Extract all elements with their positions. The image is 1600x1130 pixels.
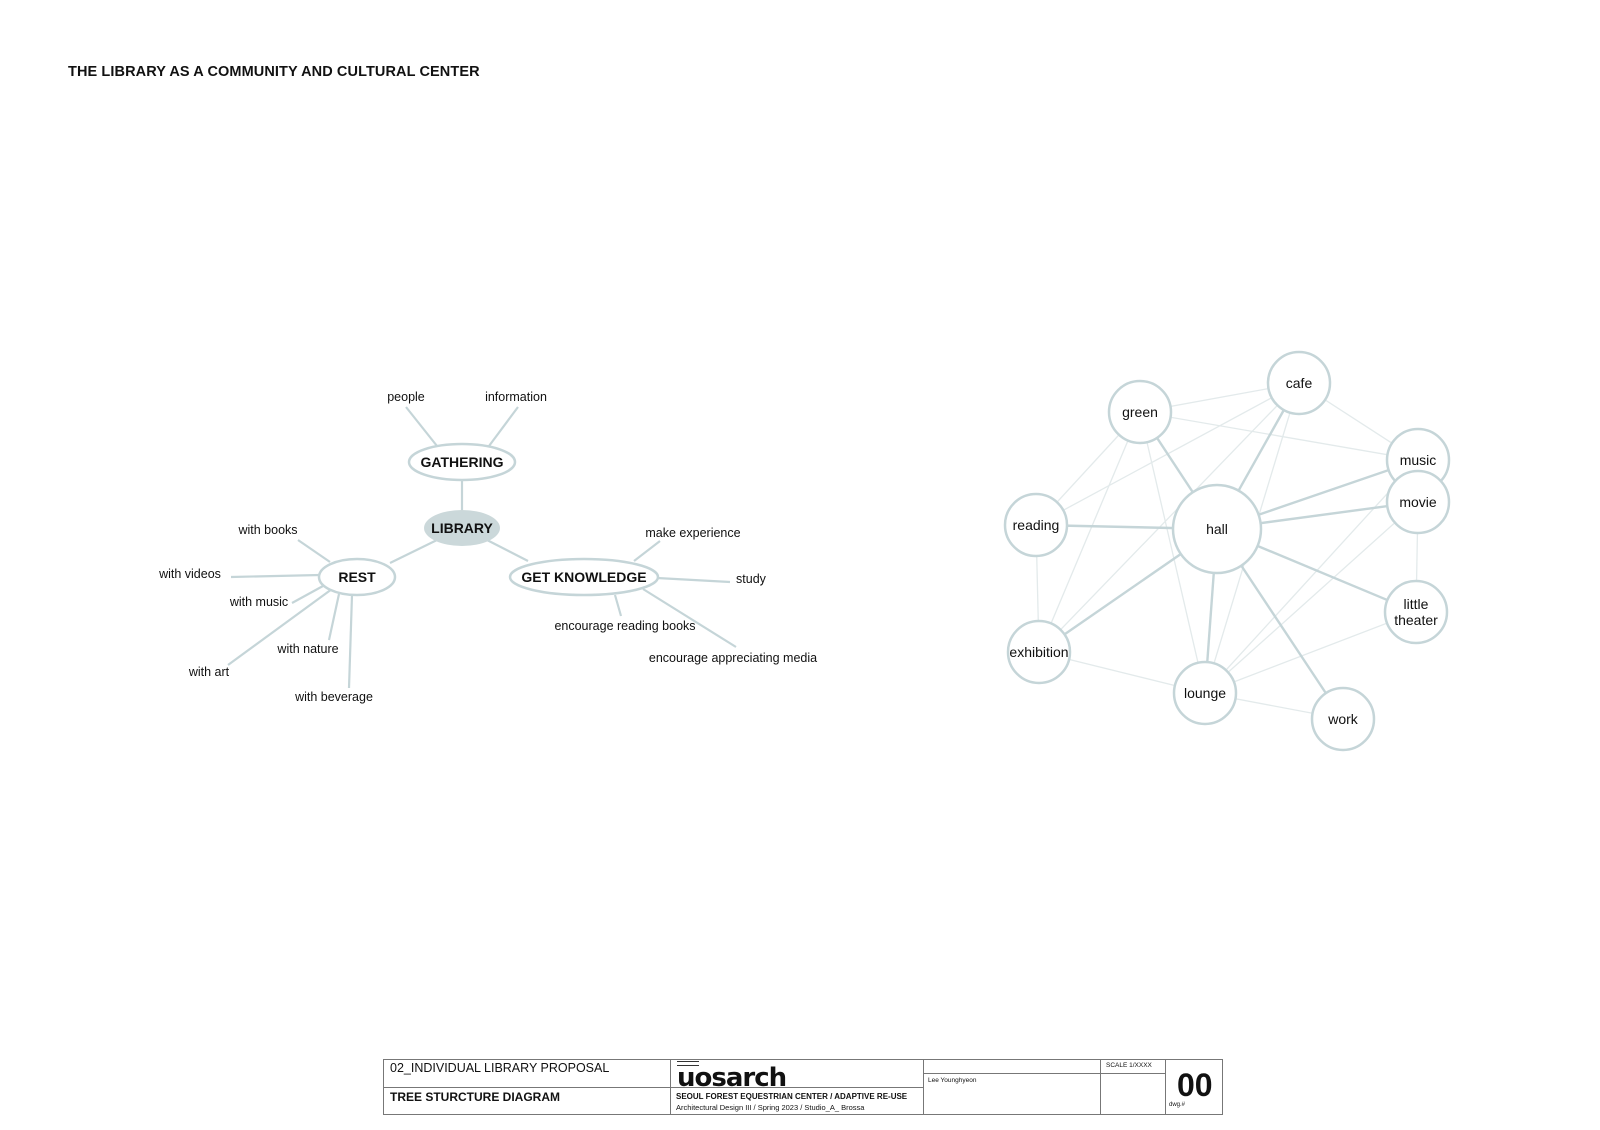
- tree-link: [389, 539, 438, 564]
- leaf-label-study: study: [736, 572, 767, 586]
- branch-label: GET KNOWLEDGE: [521, 569, 646, 585]
- branch-node-get-knowledge: GET KNOWLEDGE: [508, 557, 660, 597]
- network-node-circle: [1107, 379, 1173, 445]
- network-node-circle: [1172, 660, 1238, 726]
- root-label: LIBRARY: [431, 520, 493, 536]
- leaf-label-information: information: [485, 390, 547, 404]
- project-label: 02_INDIVIDUAL LIBRARY PROPOSAL: [390, 1061, 610, 1075]
- network-node-hall: hall: [1171, 483, 1263, 575]
- tree-link: [486, 539, 529, 562]
- network-weak-link: [1038, 382, 1300, 653]
- network-weak-link: [1204, 501, 1419, 694]
- leaf-label-with-music: with music: [229, 595, 288, 609]
- branch-node-gathering: GATHERING: [407, 442, 517, 482]
- branch-ellipse: [508, 557, 660, 597]
- network-weak-link: [1038, 411, 1141, 653]
- tree-link: [642, 588, 737, 648]
- course-info: Architectural Design III / Spring 2023 /…: [676, 1103, 865, 1112]
- tree-link: [291, 585, 324, 604]
- network-node-circle: [1003, 492, 1069, 558]
- tree-link: [656, 576, 731, 584]
- leaf-label-with-videos: with videos: [158, 567, 221, 581]
- tree-link: [633, 540, 661, 562]
- branch-node-rest: REST: [317, 557, 397, 597]
- network-node-label: movie: [1399, 494, 1437, 510]
- leaf-label-with-beverage: with beverage: [294, 690, 373, 704]
- title-block: 02_INDIVIDUAL LIBRARY PROPOSAL TREE STUR…: [383, 1059, 1223, 1115]
- tree-connectors: [227, 406, 737, 689]
- network-node-circle: [1310, 686, 1376, 752]
- network-weak-link: [1204, 611, 1417, 694]
- tree-link: [488, 406, 519, 447]
- leaf-label-encourage-appreciating-media: encourage appreciating media: [649, 651, 817, 665]
- leaf-label-with-books: with books: [237, 523, 297, 537]
- tree-link: [230, 573, 321, 579]
- network-node-cafe: cafe: [1266, 350, 1332, 416]
- network-node-label: lounge: [1184, 685, 1226, 701]
- leaf-label-people: people: [387, 390, 425, 404]
- network-node-label: cafe: [1286, 375, 1313, 391]
- drawing-title: TREE STURCTURE DIAGRAM: [390, 1090, 560, 1104]
- leaf-label-with-art: with art: [188, 665, 230, 679]
- author-name: Lee Younghyeon: [928, 1077, 977, 1084]
- scale-label: SCALE 1/XXXX: [1106, 1062, 1152, 1069]
- network-node-green: green: [1107, 379, 1173, 445]
- network-node-lounge: lounge: [1172, 660, 1238, 726]
- network-node-exhibition: exhibition: [1006, 619, 1072, 685]
- leaf-label-make-experience: make experience: [645, 526, 740, 540]
- network-node-reading: reading: [1003, 492, 1069, 558]
- network-node-circle: [1385, 469, 1451, 535]
- network-node-work: work: [1310, 686, 1376, 752]
- network-node-circle: [1383, 579, 1449, 645]
- network-node-label: work: [1327, 711, 1359, 727]
- tree-link: [347, 594, 354, 689]
- network-node-circle: [1266, 350, 1332, 416]
- tree-link: [297, 539, 331, 563]
- tree-link: [405, 406, 438, 447]
- leaf-label-encourage-reading-books: encourage reading books: [554, 619, 695, 633]
- network-node-circle: [1171, 483, 1263, 575]
- branch-label: REST: [338, 569, 376, 585]
- tree-link: [327, 593, 341, 641]
- dwg-number: 00: [1177, 1067, 1213, 1103]
- tree-link: [613, 594, 623, 617]
- network-node-label: music: [1400, 452, 1437, 468]
- network-node-movie: movie: [1385, 469, 1451, 535]
- network-node-label: reading: [1013, 517, 1060, 533]
- dwg-label: dwg.#: [1169, 1102, 1186, 1108]
- branch-ellipse: [317, 557, 397, 597]
- root-ellipse: [424, 510, 500, 546]
- network-node-circle: [1006, 619, 1072, 685]
- network-node-label: hall: [1206, 521, 1228, 537]
- uosarch-logo: uosarch: [677, 1061, 787, 1093]
- network-weak-link: [1139, 411, 1419, 461]
- branch-ellipse: [407, 442, 517, 482]
- tree-link: [227, 588, 333, 666]
- page-title: THE LIBRARY AS A COMMUNITY AND CULTURAL …: [68, 64, 480, 80]
- leaf-label-with-nature: with nature: [276, 642, 338, 656]
- root-node-library: LIBRARY: [424, 510, 500, 546]
- branch-label: GATHERING: [421, 454, 504, 470]
- project-name: SEOUL FOREST EQUESTRIAN CENTER / ADAPTIV…: [676, 1092, 908, 1101]
- network-node-label: exhibition: [1009, 644, 1068, 660]
- network-node-label: green: [1122, 404, 1158, 420]
- network-weak-link: [1204, 459, 1419, 694]
- network-weak-link: [1139, 411, 1206, 694]
